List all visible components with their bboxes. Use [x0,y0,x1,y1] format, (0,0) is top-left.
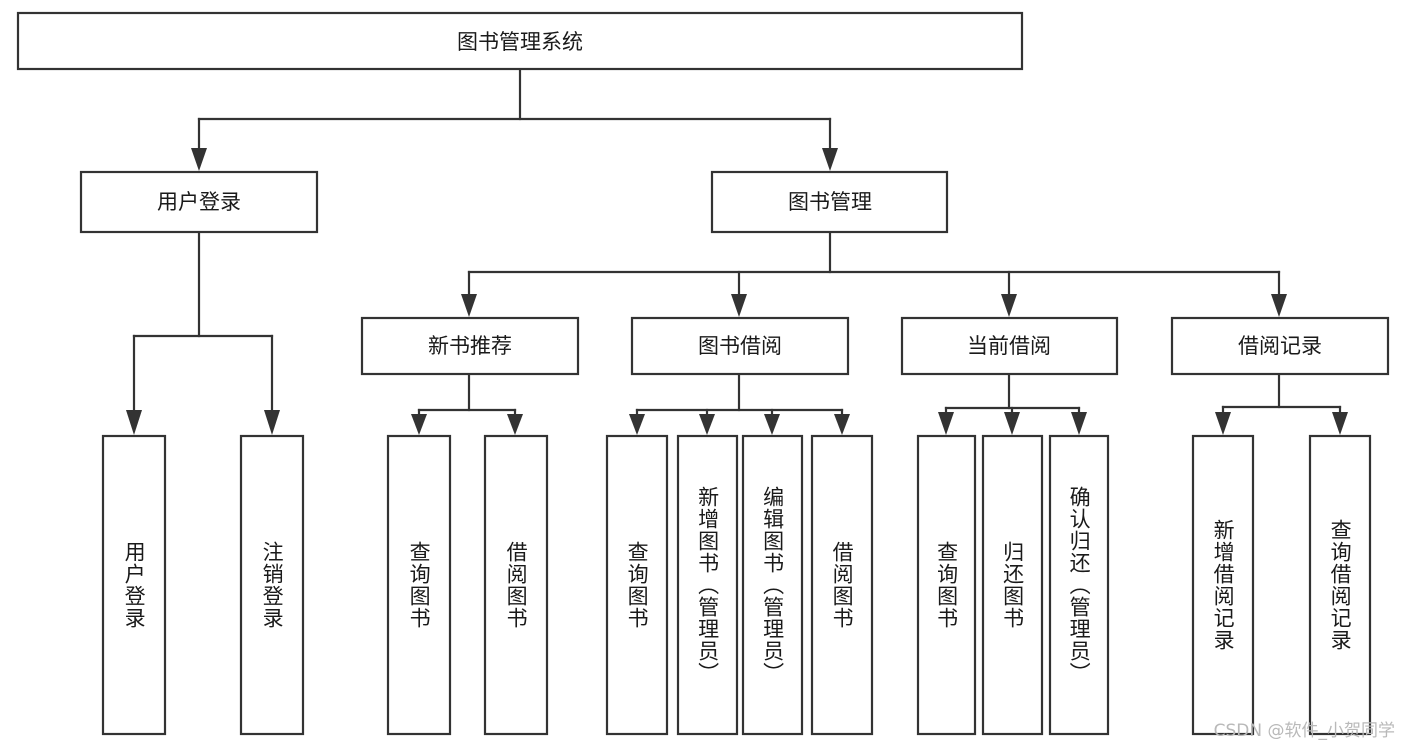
arrow-head-icon [1071,412,1087,435]
connector-group-book-manage [461,230,1287,317]
leaf-node-box[interactable] [676,434,739,736]
connector-group-current [938,372,1087,435]
node-new-book-box[interactable] [360,316,580,376]
arrow-head-icon [126,410,142,435]
leaf-node-box[interactable] [239,434,305,736]
arrow-head-icon [1332,412,1348,435]
node-borrow-label: 图书借阅 [698,334,782,358]
connector-group-user-login [126,230,280,435]
node-user-login-label: 用户登录 [157,190,241,214]
arrow-head-icon [1001,294,1017,317]
leaf-node-box[interactable] [741,434,804,736]
arrow-head-icon [411,414,427,435]
arrow-head-icon [264,410,280,435]
arrow-head-icon [629,414,645,435]
leaf-node-box[interactable] [1048,434,1110,736]
node-current-borrow[interactable]: 当前借阅 [900,316,1119,376]
leaf-node-box[interactable] [483,434,549,736]
node-root[interactable]: 图书管理系统 [16,11,1024,71]
node-borrow-record-box[interactable] [1170,316,1390,376]
node-root-box[interactable] [16,11,1024,71]
node-root-label: 图书管理系统 [457,30,583,54]
node-new-book-label: 新书推荐 [428,334,512,358]
node-current-borrow-box[interactable] [900,316,1119,376]
arrow-head-icon [191,148,207,171]
connector-group-root [191,67,838,171]
connector-group-new-book [411,372,523,435]
node-new-book[interactable]: 新书推荐 [360,316,580,376]
arrow-head-icon [834,414,850,435]
node-user-login[interactable]: 用户登录 [79,170,319,234]
arrow-head-icon [938,412,954,435]
csdn-watermark: CSDN @软件_小贺同学 [1213,721,1395,741]
leaf-node-box[interactable] [981,434,1044,736]
connector-group-record [1215,372,1348,435]
arrow-head-icon [461,294,477,317]
node-borrow-record[interactable]: 借阅记录 [1170,316,1390,376]
leaf-node-box[interactable] [386,434,452,736]
node-current-borrow-label: 当前借阅 [967,334,1051,358]
node-book-manage-box[interactable] [710,170,949,234]
arrow-head-icon [764,414,780,435]
arrow-head-icon [731,294,747,317]
arrow-head-icon [507,414,523,435]
leaf-node-box[interactable] [1308,434,1372,736]
arrow-head-icon [1215,412,1231,435]
leaf-node-box[interactable] [605,434,669,736]
leaf-node-box[interactable] [810,434,874,736]
leaf-node-box[interactable] [101,434,167,736]
node-book-manage-label: 图书管理 [788,190,872,214]
arrow-head-icon [699,414,715,435]
connector-group-borrow [629,372,850,435]
node-borrow[interactable]: 图书借阅 [630,316,850,376]
arrow-head-icon [1004,412,1020,435]
leaf-box-group [101,434,1372,736]
node-borrow-record-label: 借阅记录 [1238,334,1322,358]
leaf-node-box[interactable] [1191,434,1255,736]
arrow-head-icon [1271,294,1287,317]
node-user-login-box[interactable] [79,170,319,234]
node-book-manage[interactable]: 图书管理 [710,170,949,234]
arrow-head-icon [822,148,838,171]
node-borrow-box[interactable] [630,316,850,376]
leaf-node-box[interactable] [916,434,977,736]
